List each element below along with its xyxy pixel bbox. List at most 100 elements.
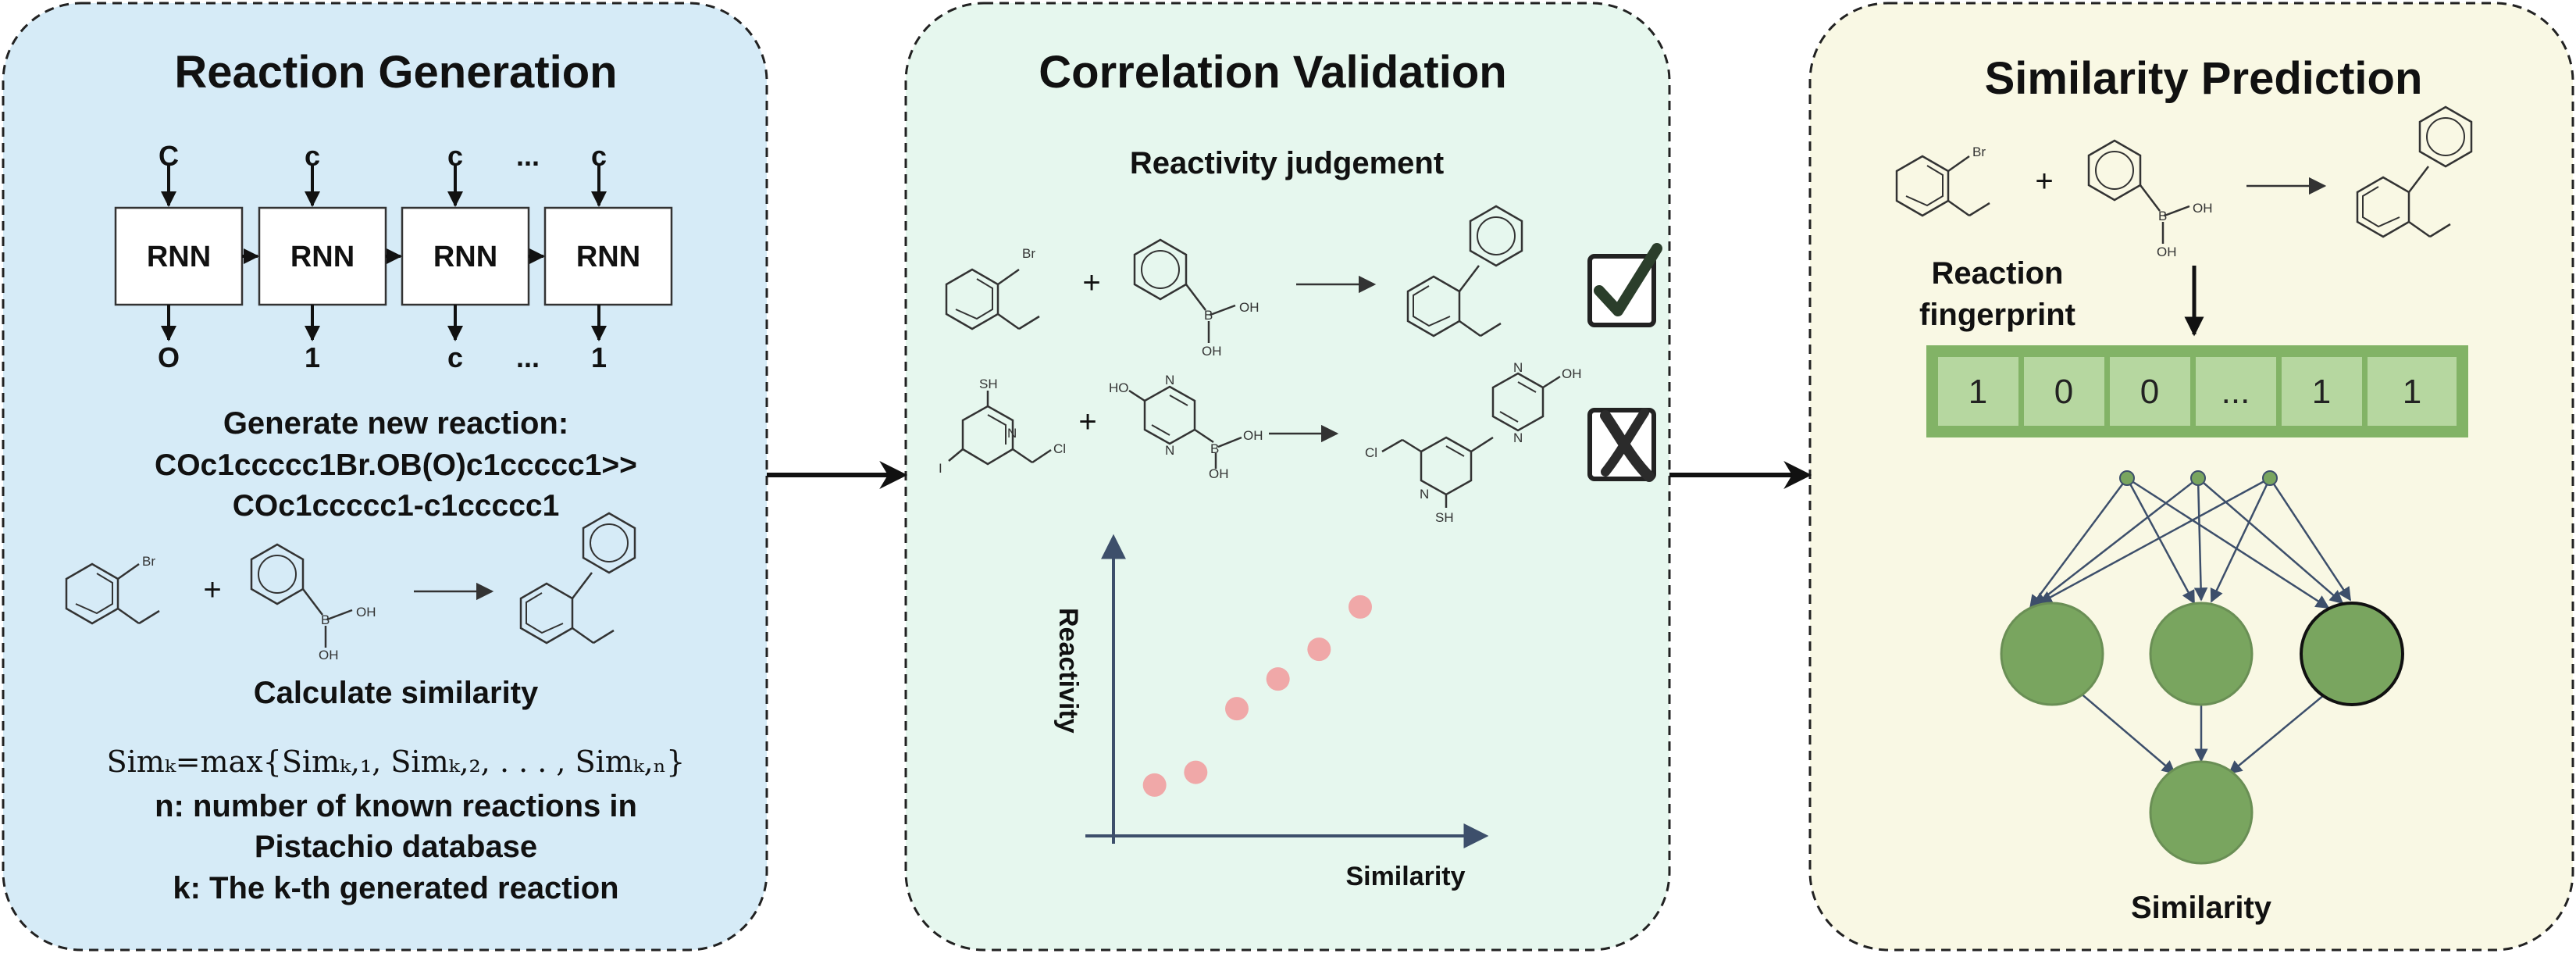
rnn-cell xyxy=(258,206,387,306)
rnn-label: RNN xyxy=(576,241,640,273)
fingerprint-bit: 1 xyxy=(1969,373,1987,411)
y-axis-label: Reactivity xyxy=(1053,608,1083,734)
smiles-line-2: COc1ccccc1-c1ccccc1 xyxy=(233,489,560,523)
atom-label: N xyxy=(1513,360,1523,375)
plus-sign: + xyxy=(1082,266,1100,300)
note-k: k: The k-th generated reaction xyxy=(173,871,618,905)
nn-edge xyxy=(2210,477,2271,603)
atom-label: Br xyxy=(1022,246,1035,261)
scatter-point xyxy=(1307,637,1331,662)
hidden-node xyxy=(2149,602,2254,706)
nn-edge xyxy=(2038,477,2271,605)
hidden-node xyxy=(2300,602,2404,706)
atom-label: HO xyxy=(1109,380,1129,395)
input-token: ... xyxy=(516,140,540,172)
fingerprint-vector: 1 0 0 ... 1 1 xyxy=(1926,345,2468,437)
nn-edge xyxy=(2033,477,2199,607)
nn-edge xyxy=(2029,477,2129,609)
fingerprint-bit: 0 xyxy=(2054,373,2073,411)
rnn-cell xyxy=(401,206,530,306)
atom-label: OH xyxy=(1239,300,1259,315)
atom-label: OH xyxy=(1202,344,1222,359)
rnn-cell xyxy=(543,206,673,306)
generate-label: Generate new reaction: xyxy=(223,406,568,441)
plus-sign: + xyxy=(1078,405,1096,439)
atom-label: B xyxy=(321,612,330,627)
input-token: C xyxy=(159,140,179,172)
atom-label: Br xyxy=(1972,145,1986,159)
atom-label: Cl xyxy=(1053,441,1066,456)
scatter-points xyxy=(1142,595,1372,797)
output-token: 1 xyxy=(591,341,607,373)
cross-mark-icon xyxy=(1587,408,1656,482)
reaction-negative: SH N I Cl + HO N N B OH OH Cl N SH N N xyxy=(939,360,1582,525)
hidden-node xyxy=(2000,602,2104,706)
note-n-line-1: n: number of known reactions in xyxy=(155,789,637,823)
scatter-point xyxy=(1266,667,1290,691)
neural-network xyxy=(2000,470,2404,865)
atom-label: SH xyxy=(1435,510,1454,525)
output-token: c xyxy=(447,341,463,373)
fingerprint-bit: 0 xyxy=(2140,373,2159,411)
fingerprint-bit: 1 xyxy=(2312,373,2331,411)
atom-label: OH xyxy=(319,648,339,662)
input-node xyxy=(2262,470,2278,486)
validation-title: Correlation Validation xyxy=(1039,47,1506,98)
atom-label: OH xyxy=(2193,201,2213,216)
atom-label: B xyxy=(2158,209,2167,223)
scatter-point xyxy=(1349,595,1372,619)
rnn-label: RNN xyxy=(433,241,497,273)
nn-edge xyxy=(2268,477,2352,602)
atom-label: Br xyxy=(142,554,155,569)
atom-label: B xyxy=(1204,308,1213,323)
atom-label: N xyxy=(1513,430,1523,445)
rnn-cell xyxy=(114,206,244,306)
generation-title: Reaction Generation xyxy=(174,47,617,98)
generated-reaction-scheme: Br + B OH OH xyxy=(65,512,636,662)
input-token: c xyxy=(591,140,607,172)
scatter-point xyxy=(1184,760,1208,784)
plus-sign: + xyxy=(2035,164,2053,198)
input-token: c xyxy=(447,140,463,172)
atom-label: N xyxy=(1165,373,1174,387)
similarity-calc-label: Calculate similarity xyxy=(254,676,539,710)
x-axis-label: Similarity xyxy=(1345,862,1465,891)
fingerprint-label-1: Reaction xyxy=(1932,256,2064,291)
input-token: c xyxy=(305,140,320,172)
nn-edge xyxy=(2068,683,2176,775)
atom-label: Cl xyxy=(1365,445,1377,460)
output-token: 1 xyxy=(305,341,320,373)
atom-label: N xyxy=(1165,443,1174,458)
prediction-title: Similarity Prediction xyxy=(1985,53,2423,104)
plus-sign: + xyxy=(203,573,221,607)
prediction-reaction-scheme: Br + B OH OH xyxy=(1895,105,2473,259)
atom-label: N xyxy=(1420,487,1429,502)
input-node xyxy=(2190,470,2206,486)
fingerprint-bit: ... xyxy=(2221,373,2250,411)
rnn-label: RNN xyxy=(290,241,355,273)
fingerprint-bit: 1 xyxy=(2403,373,2421,411)
validation-panel xyxy=(904,2,1671,952)
reaction-positive: Br + B OH OH xyxy=(945,205,1523,359)
smiles-line-1: COc1ccccc1Br.OB(O)c1ccccc1>> xyxy=(155,448,637,482)
note-n-line-2: Pistachio database xyxy=(255,830,537,864)
atom-label: OH xyxy=(356,605,376,620)
reactivity-judgement-label: Reactivity judgement xyxy=(1130,146,1444,180)
similarity-formula: Simₖ=max{Simₖ,₁, Simₖ,₂, . . . , Simₖ,ₙ} xyxy=(107,745,686,779)
atom-label: OH xyxy=(1243,428,1263,443)
rnn-chain: RNN RNN RNN RNN C c c ... c O 1 c ... 1 xyxy=(114,140,673,373)
nn-edge xyxy=(2125,477,2196,605)
atom-label: SH xyxy=(979,377,998,391)
atom-label: I xyxy=(939,461,942,476)
nn-edge xyxy=(2228,683,2339,775)
reactivity-similarity-chart: Reactivity Similarity xyxy=(1053,534,1489,891)
atom-label: OH xyxy=(2157,245,2177,259)
nn-edge xyxy=(2197,477,2344,605)
nn-edge xyxy=(2126,477,2330,609)
atom-label: OH xyxy=(1209,466,1229,481)
rnn-label: RNN xyxy=(147,241,211,273)
output-label: Similarity xyxy=(2131,891,2272,925)
fingerprint-label-2: fingerprint xyxy=(1919,298,2075,332)
checkmark-icon xyxy=(1587,243,1662,327)
